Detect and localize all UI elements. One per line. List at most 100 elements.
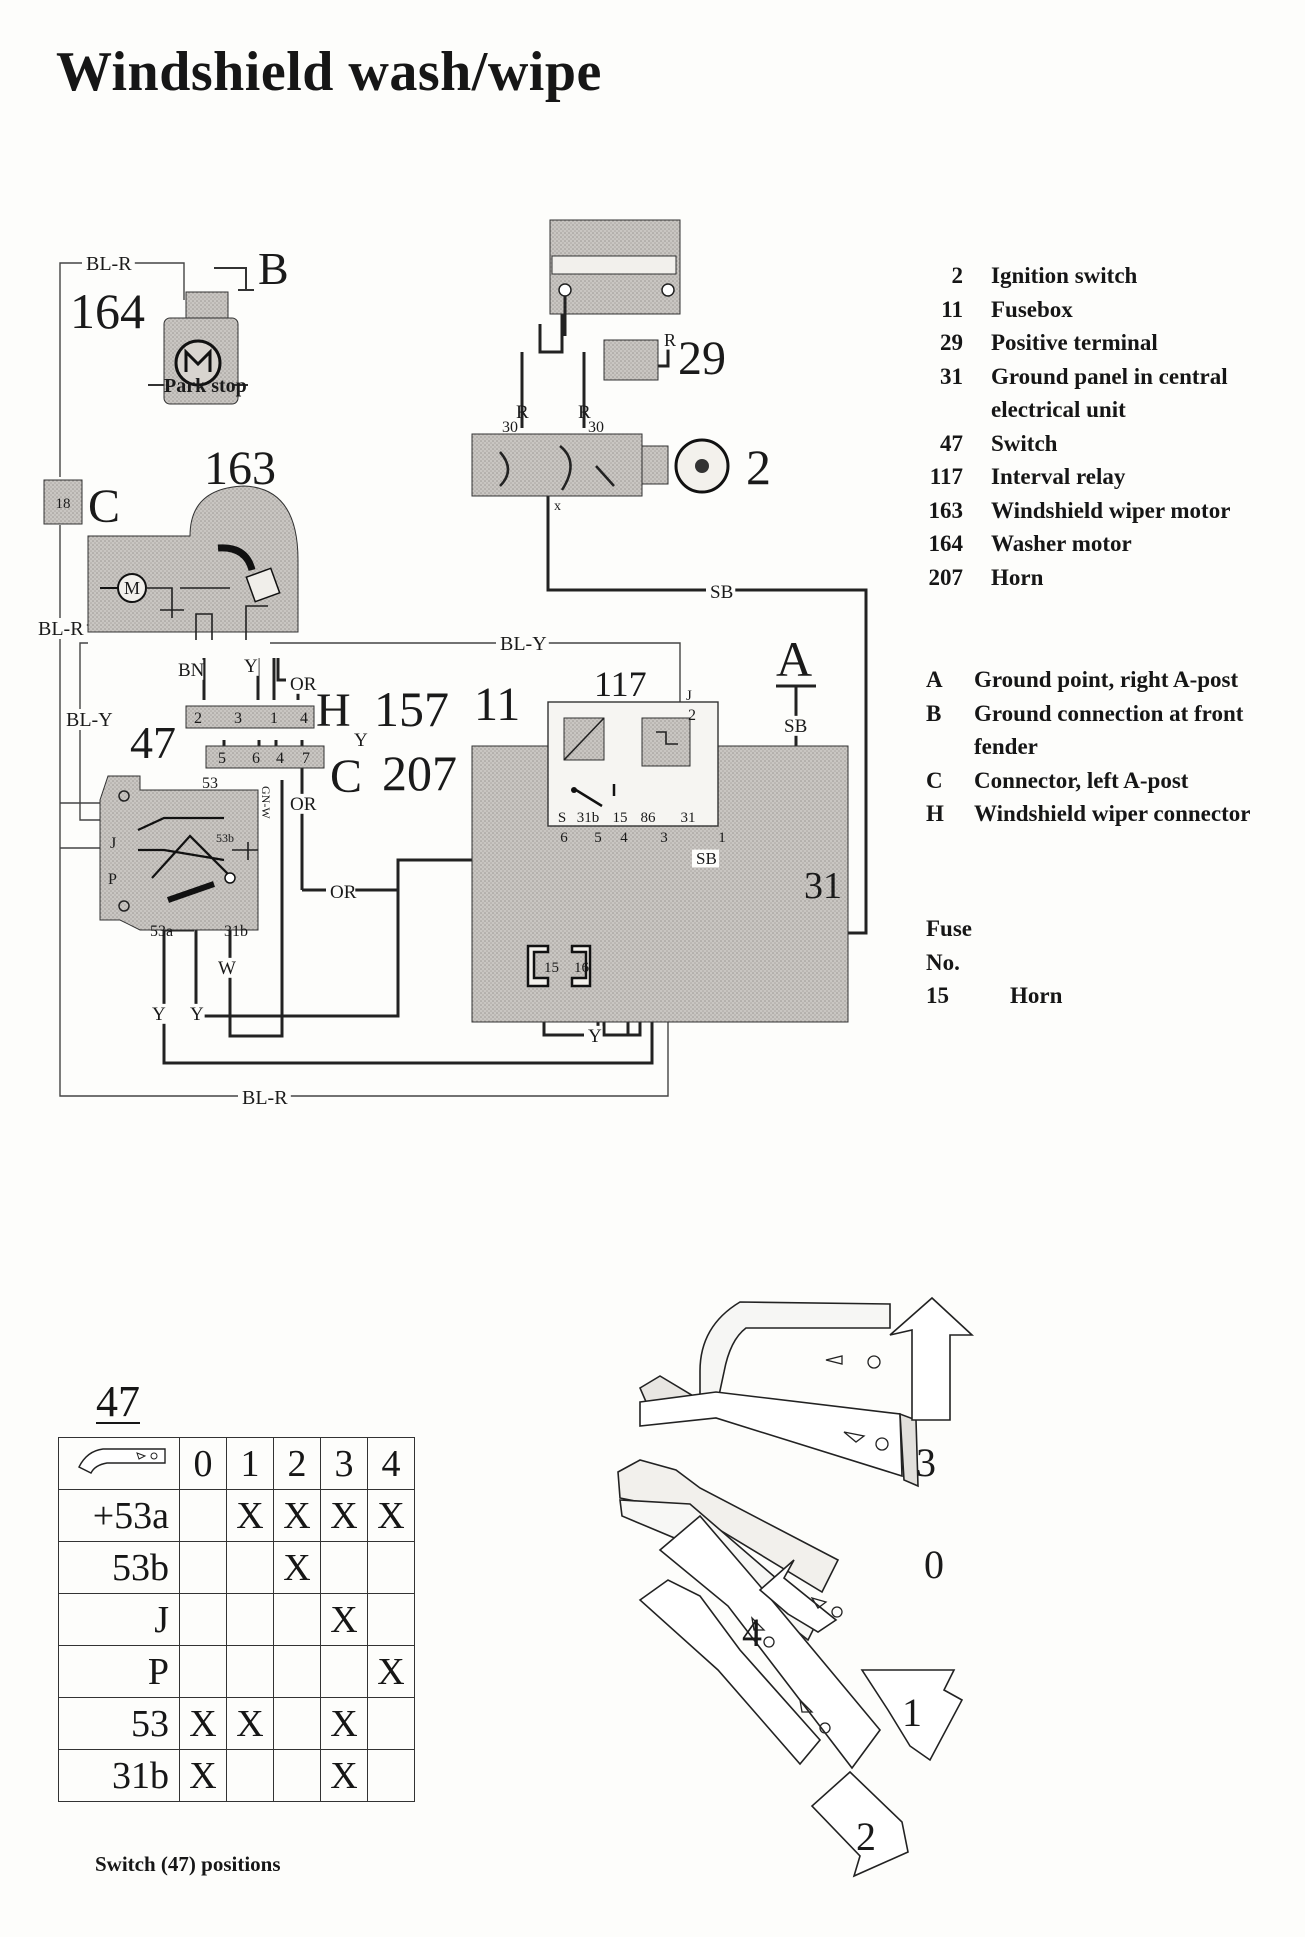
position-cell: X [226, 1697, 274, 1750]
letter-legend-key: C [926, 767, 943, 793]
pin-switch-53a: 53a [150, 923, 173, 940]
fuse-label: Horn [1010, 983, 1063, 1008]
position-header: 3 [320, 1437, 368, 1490]
legend-label: electrical unit [991, 397, 1126, 422]
wire-label-y-horn: Y [354, 730, 368, 751]
position-header: 2 [273, 1437, 321, 1490]
pin-ign-30-right: 30 [588, 419, 604, 436]
position-header: 4 [367, 1437, 415, 1490]
legend-number: 164 [928, 531, 964, 556]
pin-relay-31b: 31b [577, 810, 600, 826]
legend-row: 11 Fusebox [873, 293, 1230, 327]
wire-label-or-bottom-bg [326, 881, 356, 902]
label-117: 117 [594, 664, 647, 704]
wire-label-sb-relay: SB [696, 849, 717, 868]
pin-connector-h-4: 4 [300, 710, 308, 727]
position-cell: X [273, 1489, 321, 1542]
label-fuse16: 16 [574, 960, 590, 976]
legend-label: Ground panel in central [991, 363, 1228, 389]
wire-label-r-left: R [516, 402, 529, 423]
wire-label-bl-r-bottom: BL-R [242, 1087, 288, 1109]
wire-label-bl-r-left: BL-R [38, 618, 84, 640]
label-2: 2 [746, 439, 771, 495]
position-cell [273, 1645, 321, 1698]
pin-relay-15: 15 [613, 810, 628, 826]
legend-number: 11 [941, 296, 963, 322]
wire-label-bl-r-bottom-bg [238, 1087, 291, 1108]
label-157: 157 [374, 681, 449, 737]
legend-label: Interval relay [991, 464, 1126, 489]
pin-connector-h-1: 1 [270, 710, 278, 727]
wire-label-sb-top-bg [706, 581, 736, 602]
terminal-label: P [58, 1645, 180, 1698]
label-164: 164 [70, 283, 145, 339]
washer-motor-164 [148, 267, 254, 405]
pin-relay-31: 31 [681, 810, 696, 826]
position-cell: X [320, 1749, 368, 1802]
wire-label-sb-top: SB [710, 582, 733, 603]
position-cell [273, 1749, 321, 1802]
connector-h [185, 705, 315, 729]
battery-positive-unit [549, 219, 681, 336]
letter-legend-key [926, 730, 974, 764]
position-cell: X [226, 1489, 274, 1542]
wire-label-bl-y-top-bg [496, 633, 549, 654]
legend-row: 117 Interval relay [873, 460, 1230, 494]
position-cell [320, 1541, 368, 1594]
terminal-label: +53a [58, 1489, 180, 1542]
wire-label-bn-bg [174, 659, 204, 680]
wiper-motor-163 [87, 485, 299, 640]
label-31: 31 [804, 865, 842, 907]
lever-icon [58, 1437, 180, 1490]
wire-label-r-29: R [664, 330, 676, 350]
legend-label: Ignition switch [991, 263, 1138, 288]
label-connector-c2: C [330, 750, 362, 803]
pin-switch-p: P [108, 871, 117, 888]
position-cell [367, 1541, 415, 1594]
position-cell [320, 1645, 368, 1698]
pin-relay-num-3: 3 [660, 830, 668, 846]
legend-label: Horn [991, 564, 1044, 590]
wire-label-bl-r-top-bg [82, 253, 135, 274]
wire-label-or-c: OR [290, 794, 317, 815]
position-cell [273, 1593, 321, 1646]
label-47: 47 [130, 717, 176, 768]
switch-table-title: 47 [96, 1377, 140, 1426]
legend-number: 29 [940, 330, 963, 355]
wire-label-r-right: R [578, 402, 591, 423]
wire-label-bl-r-top: BL-R [86, 253, 132, 275]
wire-label-bl-r-left-bg [34, 618, 87, 639]
position-cell: X [320, 1489, 368, 1542]
wire-label-sb-relay-bg [692, 849, 720, 868]
pin-relay-num-5: 5 [594, 830, 602, 846]
legend-row: 207 Horn [873, 561, 1230, 595]
pin-connector-c-4: 4 [276, 750, 284, 767]
letter-legend-label: Connector, left A-post [974, 767, 1189, 793]
position-cell [367, 1593, 415, 1646]
wire-label-r-29-bg [660, 330, 679, 350]
interval-relay-117 [547, 701, 719, 827]
legend-number: 2 [951, 263, 964, 288]
legend-number: 207 [928, 564, 964, 590]
wire-label-y-motor-bg [240, 655, 259, 676]
position-cell [179, 1593, 227, 1646]
legend-number: 117 [929, 464, 963, 489]
terminal-label: J [58, 1593, 180, 1646]
wire-label-sb-ground-bg [780, 715, 810, 736]
legend-label: Fusebox [991, 296, 1073, 322]
position-cell: X [320, 1593, 368, 1646]
label-motor: M [124, 578, 140, 598]
wire-label-y-switch2-bg [186, 1003, 205, 1024]
letter-legend-row: C Connector, left A-post [926, 764, 1250, 798]
letter-legend-key: H [926, 801, 944, 826]
position-cell: X [273, 1541, 321, 1594]
